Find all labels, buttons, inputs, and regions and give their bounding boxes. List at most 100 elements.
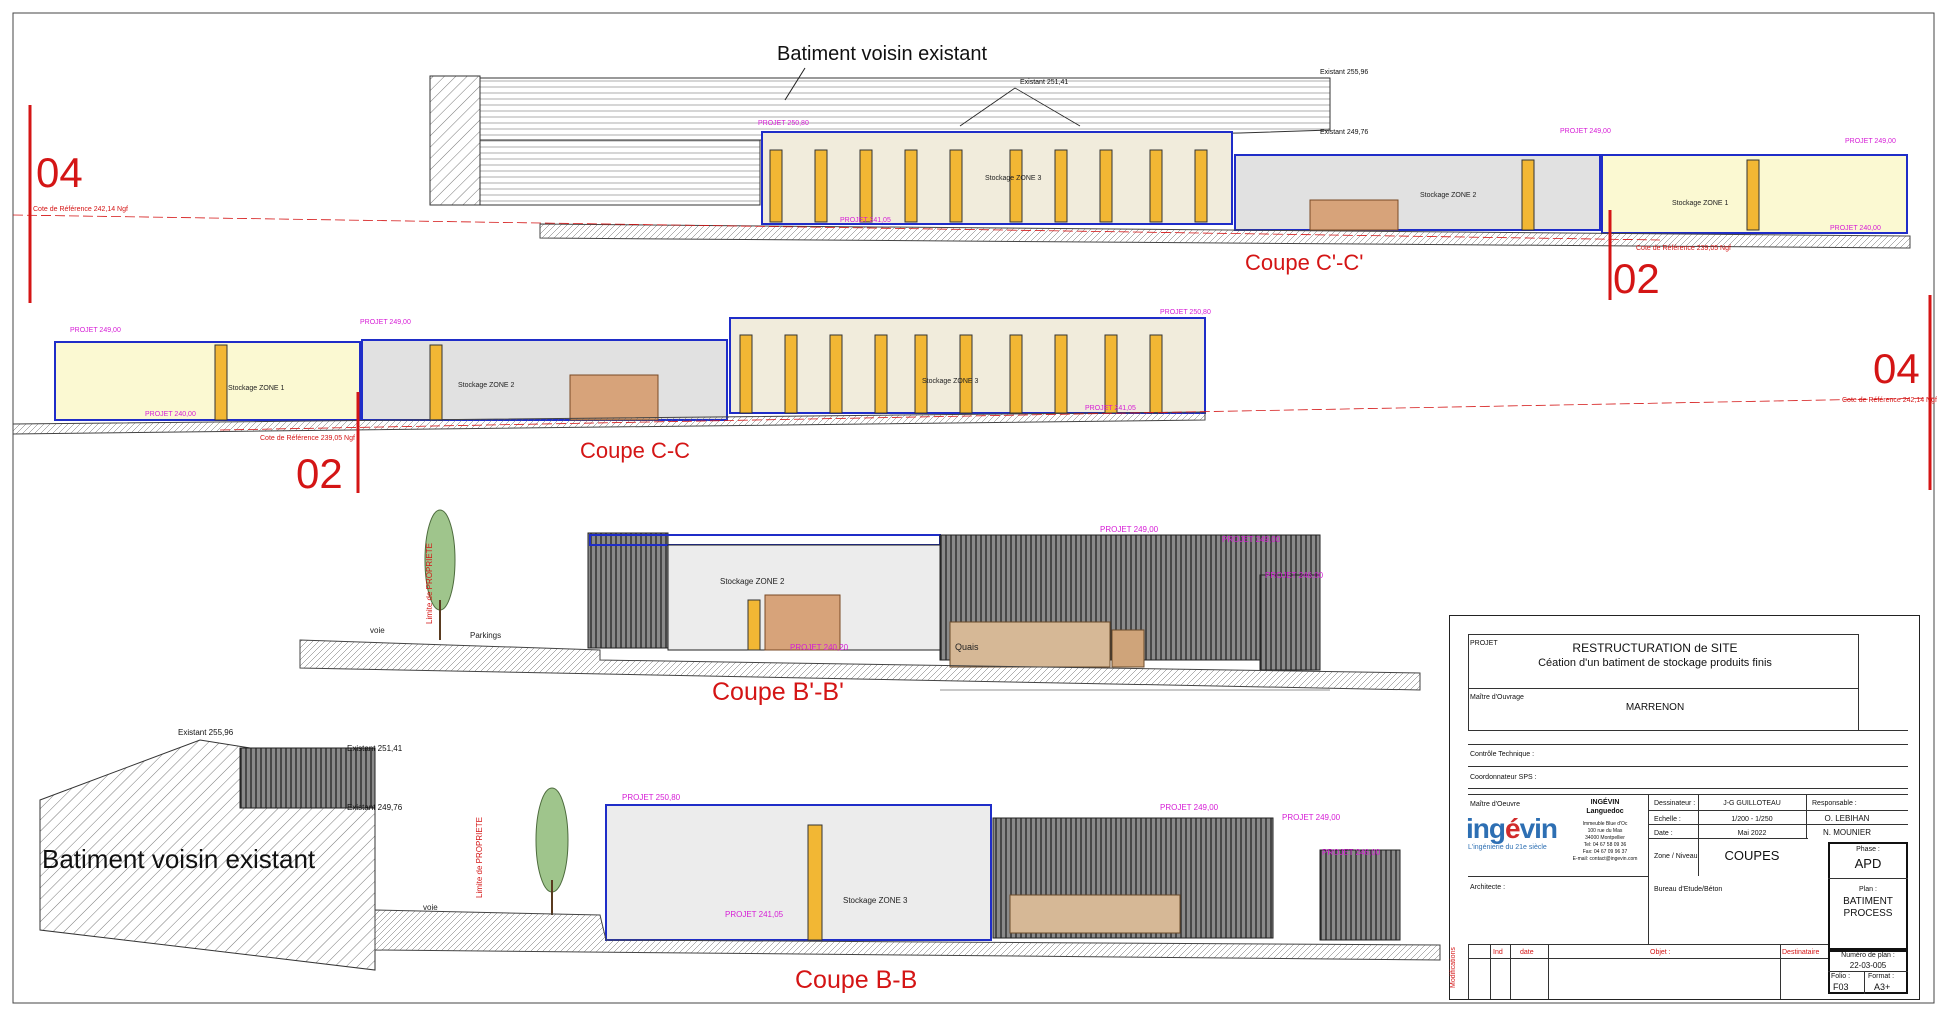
- tb-folio: F03: [1833, 982, 1849, 992]
- bp-parkings-label: Parkings: [470, 631, 501, 640]
- tb-zone-value: COUPES: [1724, 848, 1780, 863]
- tb-responsable-1: O. LEBIHAN: [1824, 814, 1870, 823]
- section-title-c: Coupe C-C: [580, 438, 690, 463]
- c-projet-3-label: PROJET 250,80: [1160, 309, 1211, 316]
- bp-projet-3-label: PROJET 246,00: [1265, 571, 1324, 580]
- b-existant-3-label: Existant 249,76: [347, 803, 403, 812]
- tb-responsable-2: N. MOUNIER: [1823, 828, 1871, 837]
- b-projet-2-label: PROJET 249,00: [1160, 803, 1219, 812]
- tb-bureau-label: Bureau d'Etude/Béton: [1654, 886, 1723, 893]
- tb-firm-fax: Fax: 04 67 09 96 37: [1582, 849, 1628, 855]
- tb-firm-region: Languedoc: [1586, 808, 1624, 815]
- ingevin-tagline: L'ingénierie du 21e siècle: [1468, 844, 1547, 851]
- tb-firm-address-2: 100 rue du Mas: [1587, 828, 1623, 834]
- ref-level-right-label: Cote de Référence 239,05 Ngf: [1636, 245, 1731, 252]
- section-coupe-b: Batiment voisin existant Existant 255,96…: [39, 728, 1441, 994]
- tb-echelle-label: Echelle :: [1654, 816, 1681, 823]
- bp-projet-2-label: PROJET 249,00: [1222, 535, 1281, 544]
- b-existant-1-label: Existant 255,96: [178, 728, 234, 737]
- tb-firm-name: INGÉVIN: [1590, 799, 1620, 806]
- bp-voie-label: voie: [370, 626, 385, 635]
- tb-dessinateur: J-G GUILLOTEAU: [1723, 800, 1781, 807]
- section-title-bprime: Coupe B'-B': [712, 678, 844, 706]
- projet-5-label: PROJET 240,00: [1830, 225, 1881, 232]
- projet-4-label: PROJET 241,05: [840, 217, 891, 224]
- zone1-label: Stockage ZONE 1: [1672, 200, 1729, 207]
- c-zone1-building: [54, 341, 361, 421]
- zone1-rack: [1746, 159, 1760, 231]
- c-projet-2-label: PROJET 249,00: [360, 319, 411, 326]
- neighbour-building-tall: [429, 75, 481, 206]
- bp-truck-cab: [1111, 629, 1145, 668]
- c-zone2-label: Stockage ZONE 2: [458, 382, 515, 389]
- section-coupe-cprime: Batiment voisin existant 04 02 Coupe C'-…: [12, 43, 1911, 303]
- section-coupe-bprime: Limite de PROPRIETE voie Parkings Quais …: [299, 509, 1421, 706]
- tb-folio-label: Folio :: [1831, 973, 1851, 980]
- b-neighbour-cladding: [239, 747, 376, 809]
- b-truck-trailer: [1009, 894, 1181, 934]
- reference-line: [12, 214, 1661, 241]
- tb-certificat-label: Contrôle Technique :: [1470, 751, 1535, 758]
- b-neighbour-label: Batiment voisin existant: [42, 844, 316, 874]
- b-zone3-building: [605, 804, 992, 941]
- c-projet-1-label: PROJET 249,00: [70, 327, 121, 334]
- tb-maitre-ouvrage-label: Maître d'Ouvrage: [1470, 694, 1524, 701]
- c-section-marker-04: 04: [1873, 345, 1920, 392]
- b-projet-3-label: PROJET 249,00: [1282, 813, 1341, 822]
- bp-pallets: [764, 594, 841, 651]
- b-limit-label: Limite de PROPRIETE: [475, 817, 484, 898]
- existant-1-label: Existant 255,96: [1320, 69, 1368, 76]
- c-zone3-label: Stockage ZONE 3: [922, 378, 979, 385]
- projet-2-label: PROJET 249,00: [1560, 128, 1611, 135]
- tb-date-label: Date :: [1654, 830, 1673, 837]
- tb-phase: APD: [1854, 856, 1882, 871]
- zone2-pallets: [1309, 199, 1399, 231]
- zone2-building: [1234, 154, 1601, 231]
- tb-firm-address-1: Immeuble Blue d'Oc: [1582, 821, 1628, 827]
- tb-plan-2: PROCESS: [1843, 908, 1893, 919]
- c-zone1-label: Stockage ZONE 1: [228, 385, 285, 392]
- tb-plan-label: Plan :: [1859, 886, 1877, 893]
- tb-modifications-label: Modifications: [1450, 947, 1457, 988]
- bp-cladding-low: [1259, 574, 1321, 671]
- bp-quais-label: Quais: [955, 642, 979, 652]
- bp-cladding-left: [587, 532, 669, 649]
- b-tree: [535, 787, 569, 893]
- existant-2-label: Existant 251,41: [1020, 79, 1068, 86]
- tb-format-label: Format :: [1868, 973, 1895, 980]
- tb-projet-subtitle: Céation d'un batiment de stockage produi…: [1538, 657, 1772, 669]
- tb-plan-1: BATIMENT: [1843, 896, 1893, 907]
- b-voie-label: voie: [423, 903, 438, 912]
- tb-phase-label: Phase :: [1856, 846, 1880, 853]
- tb-responsable-label: Responsable :: [1812, 800, 1857, 807]
- title-block: PROJET RESTRUCTURATION de SITE Céation d…: [1449, 615, 1920, 1000]
- ingevin-logo: ingévin: [1466, 813, 1558, 844]
- zone2-label: Stockage ZONE 2: [1420, 192, 1477, 199]
- zone3-label: Stockage ZONE 3: [985, 175, 1042, 182]
- tb-projet-title: RESTRUCTURATION de SITE: [1572, 641, 1738, 655]
- tb-ind-label: Ind: [1493, 949, 1503, 956]
- bp-zone2-label: Stockage ZONE 2: [720, 577, 785, 586]
- tb-numero-box: [1828, 950, 1908, 994]
- tb-objet-label: Objet :: [1650, 949, 1671, 956]
- c-zone2-pallets: [569, 374, 659, 421]
- ref-level-label: Cote de Référence 242,14 Ngf: [33, 206, 128, 213]
- bp-projet-4-label: PROJET 240,20: [790, 643, 849, 652]
- tb-date: Mai 2022: [1737, 830, 1767, 837]
- c-projet-4-label: PROJET 240,00: [145, 411, 196, 418]
- b-projet-4-label: PROJET 246,00: [1322, 848, 1381, 857]
- tb-echelle: 1/200 - 1/250: [1731, 816, 1773, 823]
- bp-limit-label: Limite de PROPRIETE: [425, 543, 434, 624]
- tb-architecte-label: Architecte :: [1470, 884, 1506, 891]
- tb-firm-tel: Tel: 04 67 58 09 36: [1583, 842, 1627, 848]
- zone2-rack: [1521, 159, 1535, 231]
- section-coupe-c: 02 04 Coupe C-C Cote de Référence 242,14…: [12, 295, 1937, 497]
- neighbour-building-roof: [479, 77, 1331, 141]
- b-rack: [807, 824, 823, 941]
- existant-arrow-1: [959, 87, 1016, 127]
- tb-dessinateur-label: Dessinateur :: [1654, 800, 1696, 807]
- tb-destinataire-label: Destinataire: [1782, 949, 1820, 956]
- ground-line: [539, 223, 1911, 249]
- c-reference-line: [219, 397, 1935, 431]
